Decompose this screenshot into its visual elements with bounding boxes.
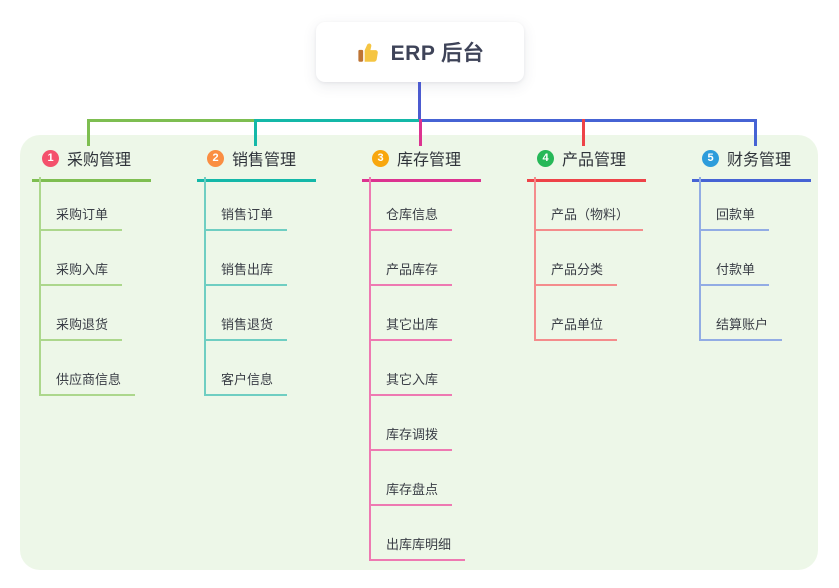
- thumbs-up-icon: [356, 39, 382, 65]
- branch-node[interactable]: 5 财务管理: [692, 146, 812, 182]
- child-node[interactable]: 产品单位: [534, 318, 618, 341]
- child-node[interactable]: 库存调拨: [369, 428, 453, 451]
- child-node[interactable]: 客户信息: [204, 373, 288, 396]
- branch-number-badge: 3: [372, 149, 389, 167]
- child-node[interactable]: 结算账户: [699, 318, 783, 341]
- child-node[interactable]: 产品（物料）: [534, 208, 644, 231]
- child-node[interactable]: 产品库存: [369, 263, 453, 286]
- child-node[interactable]: 采购退货: [39, 318, 123, 341]
- child-node[interactable]: 库存盘点: [369, 483, 453, 506]
- child-node[interactable]: 供应商信息: [39, 373, 136, 396]
- child-node[interactable]: 其它出库: [369, 318, 453, 341]
- branch-node[interactable]: 3 库存管理: [362, 146, 482, 182]
- child-node[interactable]: 销售出库: [204, 263, 288, 286]
- branch-number-badge: 4: [537, 149, 554, 167]
- root-node[interactable]: ERP 后台: [316, 22, 524, 82]
- canvas-panel: [20, 135, 818, 570]
- child-node[interactable]: 采购入库: [39, 263, 123, 286]
- branch-node[interactable]: 1 采购管理: [32, 146, 152, 182]
- root-connector-line: [417, 82, 421, 122]
- child-node[interactable]: 仓库信息: [369, 208, 453, 231]
- branch-label: 采购管理: [67, 152, 132, 169]
- branch-drop-line: [753, 119, 757, 146]
- branch-drop-line: [581, 119, 585, 146]
- branch-label: 销售管理: [232, 152, 297, 169]
- branch-drop-line: [418, 119, 422, 146]
- branch-node[interactable]: 2 销售管理: [197, 146, 317, 182]
- branch-stem-line: [534, 177, 536, 341]
- branch-node[interactable]: 4 产品管理: [527, 146, 647, 182]
- branch-stem-line: [699, 177, 701, 341]
- bus-connector-line: [255, 119, 421, 122]
- branch-label: 产品管理: [562, 152, 627, 169]
- branch-label: 财务管理: [727, 152, 792, 169]
- branch-number-badge: 5: [702, 149, 719, 167]
- branch-stem-line: [39, 177, 41, 396]
- branch-drop-line: [254, 119, 257, 146]
- branch-number-badge: 1: [42, 149, 59, 167]
- child-node[interactable]: 付款单: [699, 263, 770, 286]
- child-node[interactable]: 销售订单: [204, 208, 288, 231]
- child-node[interactable]: 出库库明细: [369, 538, 466, 561]
- child-node[interactable]: 其它入库: [369, 373, 453, 396]
- branch-drop-line: [87, 119, 90, 146]
- bus-connector-line: [87, 119, 257, 122]
- child-node[interactable]: 销售退货: [204, 318, 288, 341]
- branch-stem-line: [204, 177, 206, 396]
- child-node[interactable]: 采购订单: [39, 208, 123, 231]
- child-node[interactable]: 回款单: [699, 208, 770, 231]
- child-node[interactable]: 产品分类: [534, 263, 618, 286]
- branch-number-badge: 2: [207, 149, 224, 167]
- bus-connector-line: [420, 119, 757, 122]
- root-node-label: ERP 后台: [390, 42, 485, 65]
- branch-label: 库存管理: [397, 152, 462, 169]
- branch-stem-line: [369, 177, 371, 561]
